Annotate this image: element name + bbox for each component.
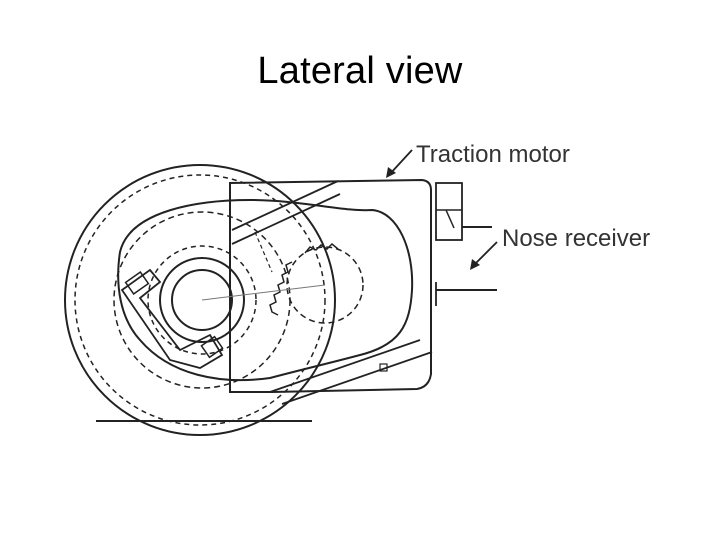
- axle-center: [171, 269, 233, 331]
- traction-motor-arrowhead: [386, 167, 396, 178]
- upper-bar-2: [231, 193, 341, 245]
- pinion-gear: [286, 246, 364, 324]
- housing-bolt: [379, 363, 388, 372]
- nose-receiver-leader: [472, 241, 498, 267]
- traction-motor-label: Traction motor: [416, 141, 570, 168]
- axle-ring: [159, 257, 245, 343]
- nose-receiver-diagonal: [445, 209, 455, 229]
- gear-case: [117, 198, 414, 382]
- pinion-teeth-top: [304, 242, 339, 254]
- wheel-outer-rim: [64, 164, 336, 436]
- traction-motor-housing: [229, 178, 432, 393]
- lower-bar-2: [281, 351, 433, 405]
- bracket-block-upper: [124, 271, 150, 295]
- pinion-teeth: [269, 261, 293, 316]
- lower-bar-1: [269, 339, 421, 393]
- axle-outer-dashed: [147, 245, 257, 355]
- nose-receiver-arrowhead: [470, 259, 480, 270]
- wheel-tread-dashed: [74, 174, 326, 426]
- upper-bar-1: [231, 180, 339, 231]
- bracket-block-lower: [200, 335, 224, 359]
- slide-title: Lateral view: [257, 50, 463, 92]
- nose-receiver-block: [435, 182, 463, 241]
- center-line: [201, 284, 326, 301]
- nose-receiver-label: Nose receiver: [502, 225, 650, 252]
- axle-bracket: [120, 268, 224, 369]
- housing-dashed-line: [254, 231, 273, 273]
